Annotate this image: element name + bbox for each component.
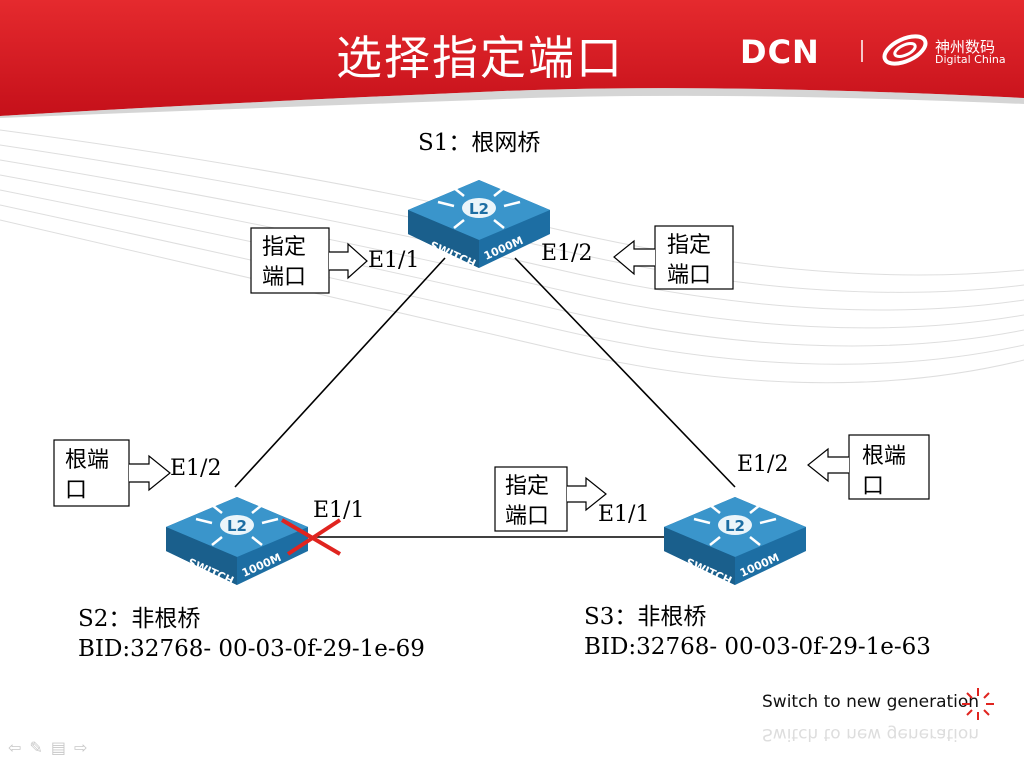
- callout-s1-right-shape: [613, 225, 734, 290]
- slide-nav: ⇦ ✎ ▤ ⇨: [8, 738, 87, 757]
- company-name-en: Digital China: [935, 53, 1006, 66]
- digital-china-swirl-icon: [882, 34, 928, 66]
- callout-s2-left-shape: [53, 439, 171, 507]
- l2-switch-icon: L2 SWITCH 1000M: [408, 180, 550, 271]
- port-label-s2-e12: E1/2: [170, 456, 222, 481]
- callout-s3-right-shape: [807, 434, 930, 500]
- port-label-s3-e12: E1/2: [737, 452, 789, 477]
- page-title: 选择指定端口: [336, 31, 624, 85]
- switch-s1[interactable]: L2 SWITCH 1000M: [404, 168, 554, 276]
- s3-bid: BID:32768- 00-03-0f-29-1e-63: [584, 634, 931, 660]
- next-slide-icon[interactable]: ⇨: [73, 738, 88, 757]
- header-banner: [0, 0, 1024, 118]
- callout-s3-middle-shape: [494, 466, 607, 532]
- menu-icon[interactable]: ▤: [50, 738, 66, 757]
- port-label-s1-e11: E1/1: [368, 248, 420, 273]
- callout-s2-left: 根端口: [65, 448, 110, 503]
- l2-switch-icon: L2 SWITCH 1000M: [664, 497, 806, 588]
- callout-s3-right: 根端口: [862, 444, 907, 499]
- dcn-logo: DCN: [740, 33, 820, 71]
- svg-text:L2: L2: [469, 200, 489, 218]
- company-name-cn: 神州数码: [935, 38, 996, 56]
- switch-s3[interactable]: L2 SWITCH 1000M: [660, 485, 810, 593]
- port-label-s3-e11: E1/1: [598, 502, 650, 527]
- s3-caption: S3：非根桥: [584, 604, 707, 630]
- s1-caption: S1：根网桥: [418, 130, 541, 156]
- background-swoosh: [0, 129, 1024, 384]
- port-label-s1-e12: E1/2: [541, 241, 593, 266]
- switch-s2[interactable]: L2 SWITCH 1000M: [162, 485, 312, 593]
- sparkle-icon: [962, 688, 994, 720]
- svg-text:L2: L2: [725, 517, 745, 535]
- red-x-icon: [280, 518, 342, 556]
- callout-s1-right: 指定端口: [667, 233, 712, 288]
- svg-text:L2: L2: [227, 517, 247, 535]
- callout-s1-left: 指定端口: [262, 235, 307, 290]
- slogan-reflection: Switch to new generation: [762, 724, 980, 744]
- callout-s3-middle: 指定端口: [505, 474, 550, 529]
- port-label-s2-e11: E1/1: [313, 498, 365, 523]
- s2-bid: BID:32768- 00-03-0f-29-1e-69: [78, 636, 425, 662]
- callout-s1-left-shape: [250, 227, 368, 294]
- slogan: Switch to new generation: [762, 692, 980, 712]
- s2-caption: S2：非根桥: [78, 606, 201, 632]
- pen-icon[interactable]: ✎: [29, 738, 43, 757]
- previous-slide-icon[interactable]: ⇦: [8, 738, 22, 757]
